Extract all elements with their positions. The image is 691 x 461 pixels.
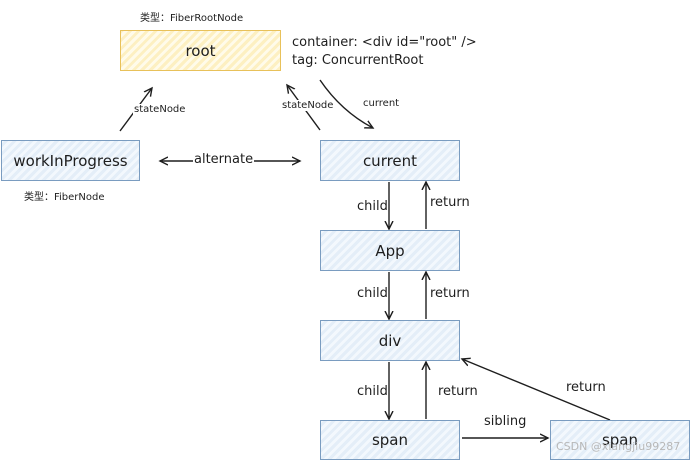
span-node-1[interactable]: span — [320, 420, 460, 460]
watermark: CSDN @xiangjiu99287 — [556, 440, 681, 453]
edge-root-current — [319, 79, 373, 128]
edge-label-alternate: alternate — [193, 152, 255, 167]
span-node-1-label: span — [371, 431, 409, 449]
app-node-label: App — [375, 241, 405, 260]
root-type-label: 类型：FiberRootNode — [140, 13, 244, 24]
edge-label-sibling: sibling — [484, 414, 527, 429]
root-tag-label: tag: ConcurrentRoot — [292, 53, 424, 68]
root-node[interactable]: root — [120, 30, 281, 71]
edge-label-statenode-right: stateNode — [281, 100, 335, 111]
div-node-label: div — [378, 331, 402, 350]
root-container-label: container: <div id="root" /> — [292, 35, 477, 50]
edge-label-return-4: return — [566, 380, 606, 395]
work-in-progress-node[interactable]: workInProgress — [1, 140, 140, 181]
edge-label-child-2: child — [357, 286, 388, 301]
edge-label-return-2: return — [430, 286, 470, 301]
edge-label-child-3: child — [357, 384, 388, 399]
root-node-label: root — [185, 41, 216, 60]
edge-label-child-1: child — [357, 199, 388, 214]
edge-label-statenode-left: stateNode — [133, 104, 187, 115]
edge-return-4 — [462, 359, 611, 421]
app-node[interactable]: App — [320, 230, 460, 271]
div-node[interactable]: div — [320, 320, 460, 361]
wip-type-label: 类型：FiberNode — [24, 192, 105, 203]
span-node-2[interactable]: span — [550, 420, 690, 460]
edge-label-return-3: return — [438, 384, 478, 399]
current-node-label: current — [362, 151, 418, 170]
edge-label-return-1: return — [430, 195, 470, 210]
span-node-2-label: span — [601, 431, 639, 449]
current-node[interactable]: current — [320, 140, 460, 181]
work-in-progress-node-label: workInProgress — [13, 151, 128, 170]
edge-label-current: current — [363, 98, 400, 109]
